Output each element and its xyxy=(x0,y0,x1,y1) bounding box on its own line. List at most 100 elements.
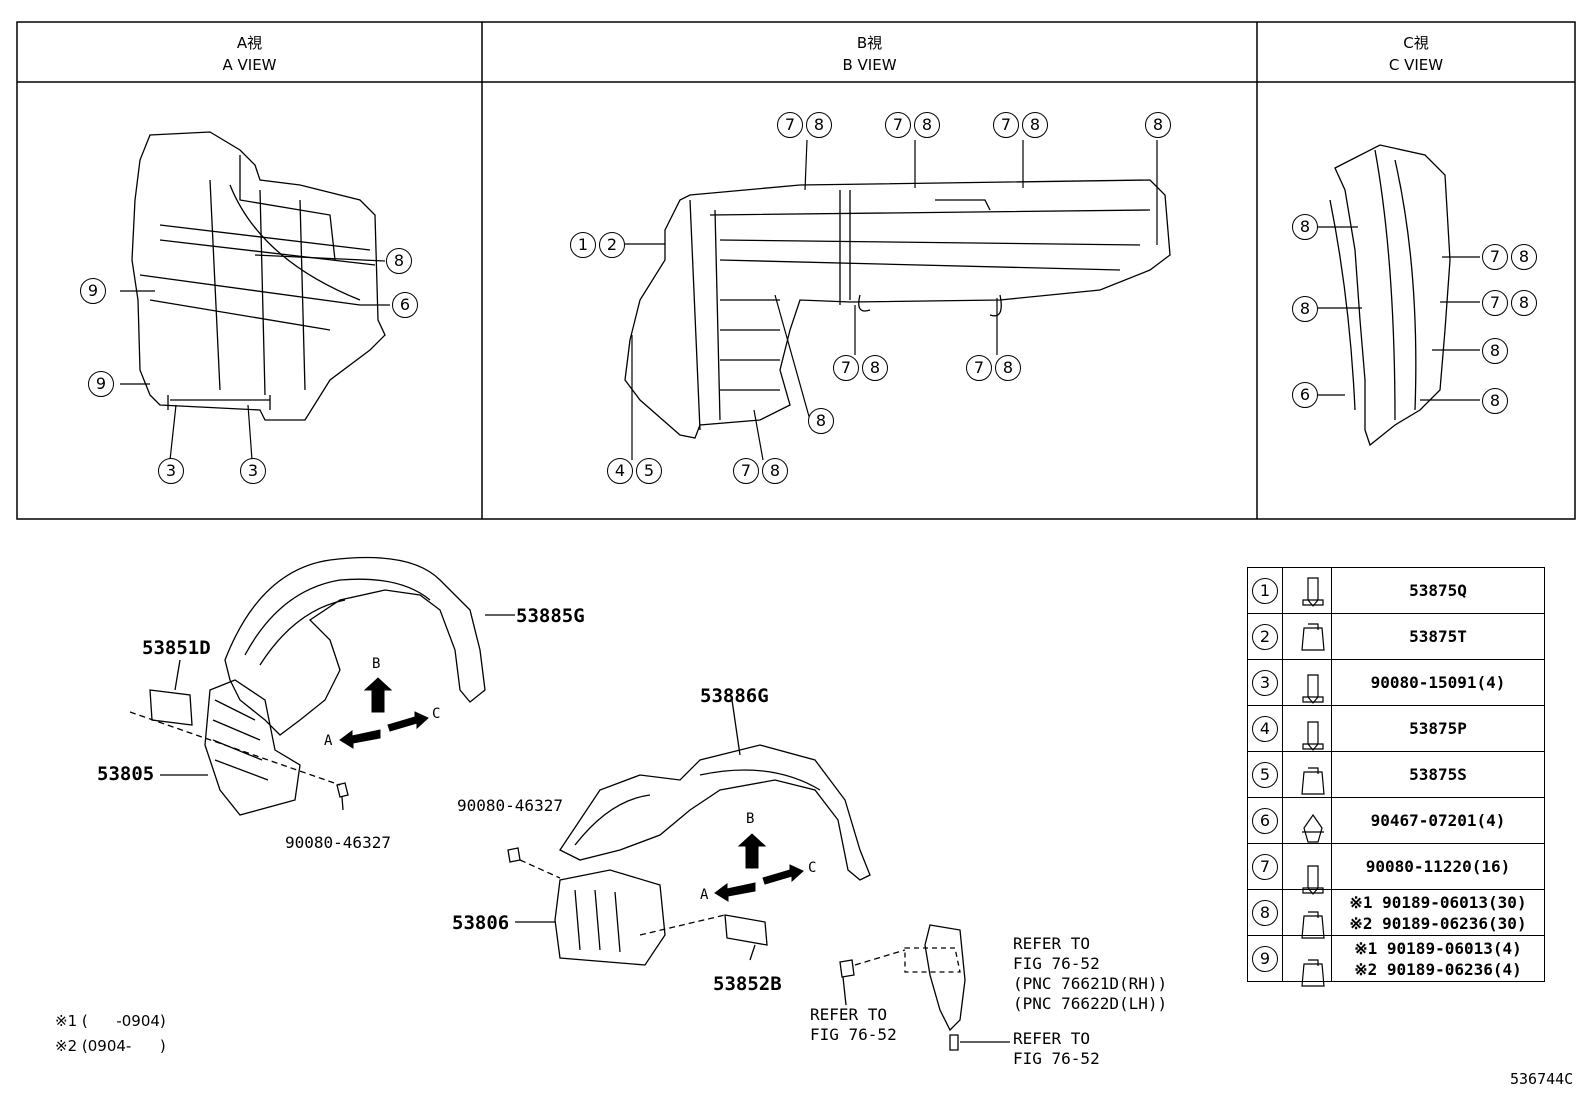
callout-8: 8 xyxy=(862,355,888,381)
callout-7: 7 xyxy=(1482,290,1508,316)
clip-53852b xyxy=(507,847,768,961)
callout-2: 2 xyxy=(599,232,625,258)
part-line-2: ※2 90189-06236(4) xyxy=(1354,959,1522,979)
fender-liner-53885g xyxy=(224,556,515,736)
callout-8: 8 xyxy=(1292,296,1318,322)
view-arrows-middle xyxy=(714,833,804,902)
callout-group-7-8: 7 8 xyxy=(993,112,1048,138)
callout-8: 8 xyxy=(1482,388,1508,414)
refer-1-line2: FIG 76-52 xyxy=(810,1025,897,1044)
callout-3: 3 xyxy=(158,458,184,484)
callout-7: 7 xyxy=(733,458,759,484)
callout-group-7-8: 7 8 xyxy=(885,112,940,138)
callout-group-7-8: 7 8 xyxy=(733,458,788,484)
callout-leaders xyxy=(120,139,1480,461)
c-view-title-jp: C視 xyxy=(1403,34,1429,52)
callout-group-7-8: 7 8 xyxy=(833,355,888,381)
arrow-label-c: C xyxy=(432,706,441,722)
c-view-header: C視 C VIEW xyxy=(1257,32,1575,76)
callout-group-7-8: 7 8 xyxy=(1482,290,1537,316)
splash-shield-53805 xyxy=(160,679,301,816)
b-view-header: B視 B VIEW xyxy=(482,32,1257,76)
part-label-53851d: 53851D xyxy=(142,637,211,659)
c-view-drawing xyxy=(1329,144,1451,447)
part-label-53885g: 53885G xyxy=(516,605,585,627)
callout-8: 8 xyxy=(914,112,940,138)
c-view-title-en: C VIEW xyxy=(1388,56,1444,74)
clip-53851d xyxy=(129,659,349,811)
part-label-90080-a: 90080-46327 xyxy=(285,833,391,852)
table-row: 1 53875Q xyxy=(1247,567,1545,614)
callout-7: 7 xyxy=(777,112,803,138)
a-view-title-jp: A視 xyxy=(236,34,263,52)
refer-2-line3: (PNC 76621D(RH)) xyxy=(1013,974,1168,993)
note-1: ※1 ( -0904) xyxy=(55,1012,166,1030)
table-row: 4 53875P xyxy=(1247,705,1545,752)
refer-label-3: REFER TO FIG 76-52 xyxy=(1013,1029,1100,1069)
callout-8: 8 xyxy=(1145,112,1171,138)
row-number: 8 xyxy=(1252,899,1278,926)
arrow-label-b: B xyxy=(746,811,755,827)
note-2: ※2 (0904- ) xyxy=(55,1037,166,1055)
callout-8: 8 xyxy=(1292,214,1318,240)
callout-8: 8 xyxy=(808,408,834,434)
callout-6: 6 xyxy=(1292,382,1318,408)
part-number: 53875S xyxy=(1331,751,1545,798)
callout-group-4-5: 4 5 xyxy=(607,458,662,484)
callout-8: 8 xyxy=(1482,338,1508,364)
a-view-header: A視 A VIEW xyxy=(17,32,482,76)
part-number-pair: ※1 90189-06013(4)※2 90189-06236(4) xyxy=(1331,935,1545,982)
callout-3: 3 xyxy=(240,458,266,484)
callout-8: 8 xyxy=(386,248,412,274)
table-row: 8 ※1 90189-06013(30)※2 90189-06236(30) xyxy=(1247,889,1545,936)
row-number: 2 xyxy=(1252,623,1278,650)
row-number: 9 xyxy=(1252,945,1278,972)
fender-liner-53886g xyxy=(559,699,871,881)
b-view-title-jp: B視 xyxy=(856,34,883,52)
arrow-label-a: A xyxy=(324,733,333,749)
row-number: 4 xyxy=(1252,715,1278,742)
part-label-53805: 53805 xyxy=(97,763,155,785)
table-row: 6 90467-07201(4) xyxy=(1247,797,1545,844)
arrow-label-b: B xyxy=(372,656,381,672)
part-number: 90467-07201(4) xyxy=(1331,797,1545,844)
callout-8: 8 xyxy=(1511,290,1537,316)
part-number: 53875Q xyxy=(1331,567,1545,614)
refer-2-line1: REFER TO xyxy=(1013,934,1091,953)
part-label-53806: 53806 xyxy=(452,912,510,934)
table-row: 3 90080-15091(4) xyxy=(1247,659,1545,706)
part-number: 53875P xyxy=(1331,705,1545,752)
row-number: 1 xyxy=(1252,577,1278,604)
callout-group-7-8: 7 8 xyxy=(966,355,1021,381)
part-line-1: ※1 90189-06013(4) xyxy=(1354,938,1522,958)
refer-label-1: REFER TO FIG 76-52 xyxy=(810,1005,897,1045)
row-number: 6 xyxy=(1252,807,1278,834)
callout-7: 7 xyxy=(1482,244,1508,270)
callout-8: 8 xyxy=(806,112,832,138)
row-number: 7 xyxy=(1252,853,1278,880)
callout-7: 7 xyxy=(833,355,859,381)
row-number: 5 xyxy=(1252,761,1278,788)
refer-1-line1: REFER TO xyxy=(810,1005,888,1024)
part-label-53852b: 53852B xyxy=(713,973,782,995)
callout-7: 7 xyxy=(993,112,1019,138)
callout-7: 7 xyxy=(966,355,992,381)
callout-8: 8 xyxy=(995,355,1021,381)
refer-2-line4: (PNC 76622D(LH)) xyxy=(1013,994,1168,1013)
view-frame xyxy=(16,21,1576,520)
part-label-90080-b: 90080-46327 xyxy=(457,796,563,815)
mudguard xyxy=(839,924,1010,1051)
part-number: 90080-15091(4) xyxy=(1331,659,1545,706)
callout-7: 7 xyxy=(885,112,911,138)
part-line-1: ※1 90189-06013(30) xyxy=(1349,892,1527,912)
b-view-drawing xyxy=(624,179,1171,439)
callout-4: 4 xyxy=(607,458,633,484)
callout-8: 8 xyxy=(762,458,788,484)
refer-3-line2: FIG 76-52 xyxy=(1013,1049,1100,1068)
splash-shield-53806 xyxy=(515,869,666,966)
callout-9: 9 xyxy=(80,278,106,304)
row-number: 3 xyxy=(1252,669,1278,696)
part-line-2: ※2 90189-06236(30) xyxy=(1349,913,1527,933)
